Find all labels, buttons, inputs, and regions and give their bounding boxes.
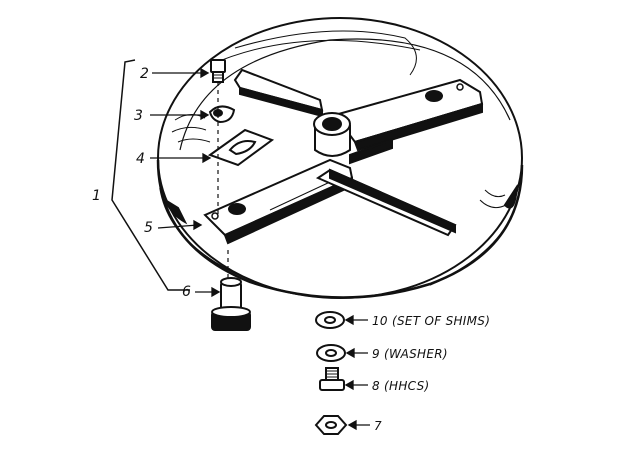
leader-lines: [150, 67, 370, 431]
label-group-1: 1: [92, 188, 101, 204]
label-part-3: 3: [134, 108, 143, 124]
center-hub: [313, 112, 351, 157]
part-3-clip: [208, 105, 236, 124]
part-8-hhcs: [319, 367, 345, 391]
part-6-stud: [211, 277, 251, 331]
label-part-9: 9 (WASHER): [372, 347, 448, 361]
part-4-plate: [207, 128, 275, 167]
label-part-6: 6: [182, 284, 191, 300]
part-9-washer: [316, 344, 346, 362]
label-part-2: 2: [140, 66, 149, 82]
label-part-4: 4: [136, 151, 145, 167]
label-part-5: 5: [144, 220, 153, 236]
label-part-8: 8 (HHCS): [372, 379, 429, 393]
group-bracket: [111, 59, 190, 291]
label-part-7: 7: [374, 419, 382, 433]
part-2-bolt: [210, 59, 226, 83]
label-part-10: 10 (SET OF SHIMS): [372, 314, 490, 328]
part-10-shims: [315, 311, 345, 329]
part-7-nut: [314, 415, 348, 435]
cross-arm-assembly: [203, 68, 484, 245]
arm-bolt-holes: [211, 83, 464, 220]
